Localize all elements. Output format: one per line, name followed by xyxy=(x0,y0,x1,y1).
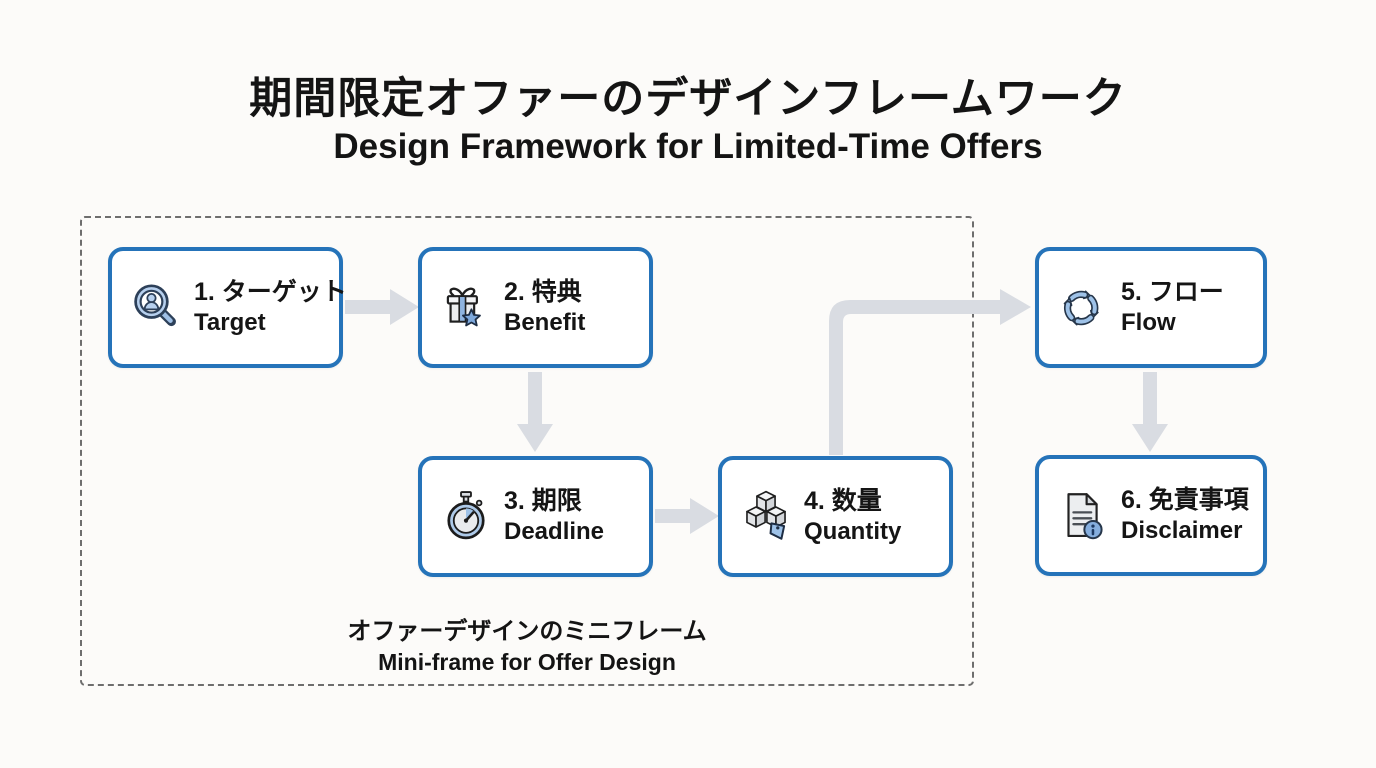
node-label-en: Target xyxy=(194,309,266,336)
boxes-tag-icon xyxy=(746,490,786,540)
gift-star-icon xyxy=(446,287,481,326)
node-label-en: Benefit xyxy=(504,309,586,336)
node-label-ja: 4. 数量 xyxy=(804,487,882,515)
node-benefit: 2. 特典 Benefit xyxy=(418,247,653,368)
node-label-en: Deadline xyxy=(504,518,605,545)
document-info-icon xyxy=(1067,492,1103,539)
node-quantity: 4. 数量 Quantity xyxy=(718,456,953,577)
user-search-icon xyxy=(134,283,176,326)
node-label-ja: 1. ターゲット xyxy=(194,278,347,306)
node-deadline: 3. 期限 Deadline xyxy=(418,456,653,577)
node-target: 1. ターゲット Target xyxy=(108,247,347,368)
cycle-arrows-icon xyxy=(1054,290,1112,337)
page-title-en: Design Framework for Limited-Time Offers xyxy=(333,127,1043,166)
node-label-ja: 6. 免責事項 xyxy=(1121,486,1249,514)
node-disclaimer: 6. 免責事項 Disclaimer xyxy=(1035,455,1267,576)
node-label-ja: 5. フロー xyxy=(1121,278,1224,306)
node-label-ja: 3. 期限 xyxy=(504,487,582,515)
mini-frame-caption: オファーデザインのミニフレーム Mini-frame for Offer Des… xyxy=(80,616,974,677)
stopwatch-icon xyxy=(447,490,485,539)
page-title-ja: 期間限定オファーのデザインフレームワーク xyxy=(249,75,1127,123)
mini-frame-caption-ja: オファーデザインのミニフレーム xyxy=(347,618,707,645)
node-label-ja: 2. 特典 xyxy=(504,278,582,306)
node-label-en: Disclaimer xyxy=(1121,517,1243,544)
mini-frame-caption-en: Mini-frame for Offer Design xyxy=(378,649,676,675)
node-flow: 5. フロー Flow xyxy=(1035,247,1267,368)
node-label-en: Quantity xyxy=(804,518,902,545)
node-label-en: Flow xyxy=(1121,309,1176,336)
arrow-flow-to-disclaimer xyxy=(1132,372,1168,452)
